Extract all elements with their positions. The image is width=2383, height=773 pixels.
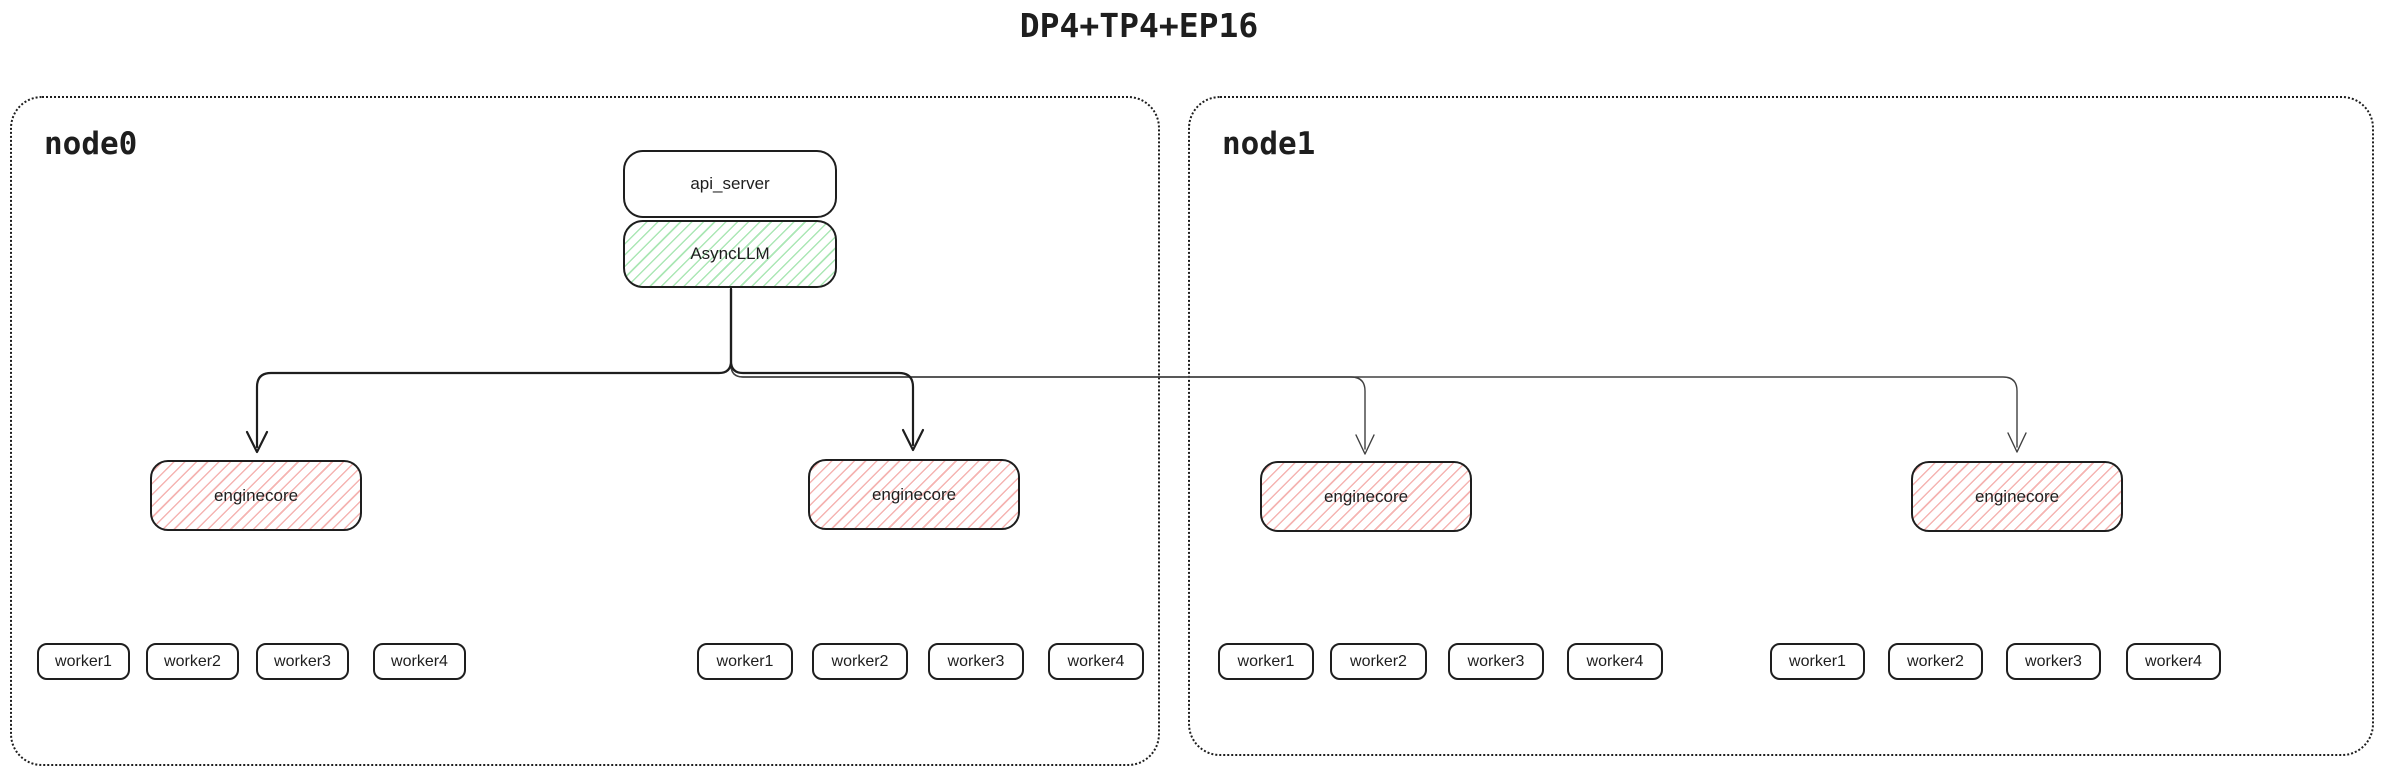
worker-box: worker4: [373, 643, 466, 680]
worker-box: worker4: [2126, 643, 2221, 680]
enginecore-box-2: enginecore: [808, 459, 1020, 530]
worker-box: worker4: [1048, 643, 1144, 680]
diagram-title: DP4+TP4+EP16: [1019, 6, 1259, 45]
enginecore-label: enginecore: [213, 485, 299, 505]
enginecore-label: enginecore: [1974, 486, 2060, 506]
enginecore-box-1: enginecore: [150, 460, 362, 531]
api-server-label: api_server: [690, 174, 770, 193]
worker-box: worker2: [812, 643, 908, 680]
worker-box: worker3: [928, 643, 1024, 680]
worker-box: worker3: [2006, 643, 2101, 680]
worker-box: worker1: [697, 643, 793, 680]
worker-box: worker1: [37, 643, 130, 680]
worker-box: worker1: [1218, 643, 1314, 680]
worker-box: worker2: [146, 643, 239, 680]
node1-label: node1: [1222, 126, 1316, 162]
enginecore-box-4: enginecore: [1911, 461, 2123, 532]
worker-box: worker2: [1888, 643, 1983, 680]
asyncllm-box: AsyncLLM: [623, 220, 837, 288]
worker-box: worker2: [1330, 643, 1427, 680]
enginecore-label: enginecore: [1323, 486, 1409, 506]
worker-box: worker3: [256, 643, 349, 680]
worker-box: worker3: [1448, 643, 1544, 680]
node0-label: node0: [44, 126, 138, 162]
api-server-box: api_server: [623, 150, 837, 218]
enginecore-label: enginecore: [871, 484, 957, 504]
asyncllm-label: AsyncLLM: [690, 244, 770, 263]
worker-box: worker4: [1567, 643, 1663, 680]
worker-box: worker1: [1770, 643, 1865, 680]
enginecore-box-3: enginecore: [1260, 461, 1472, 532]
